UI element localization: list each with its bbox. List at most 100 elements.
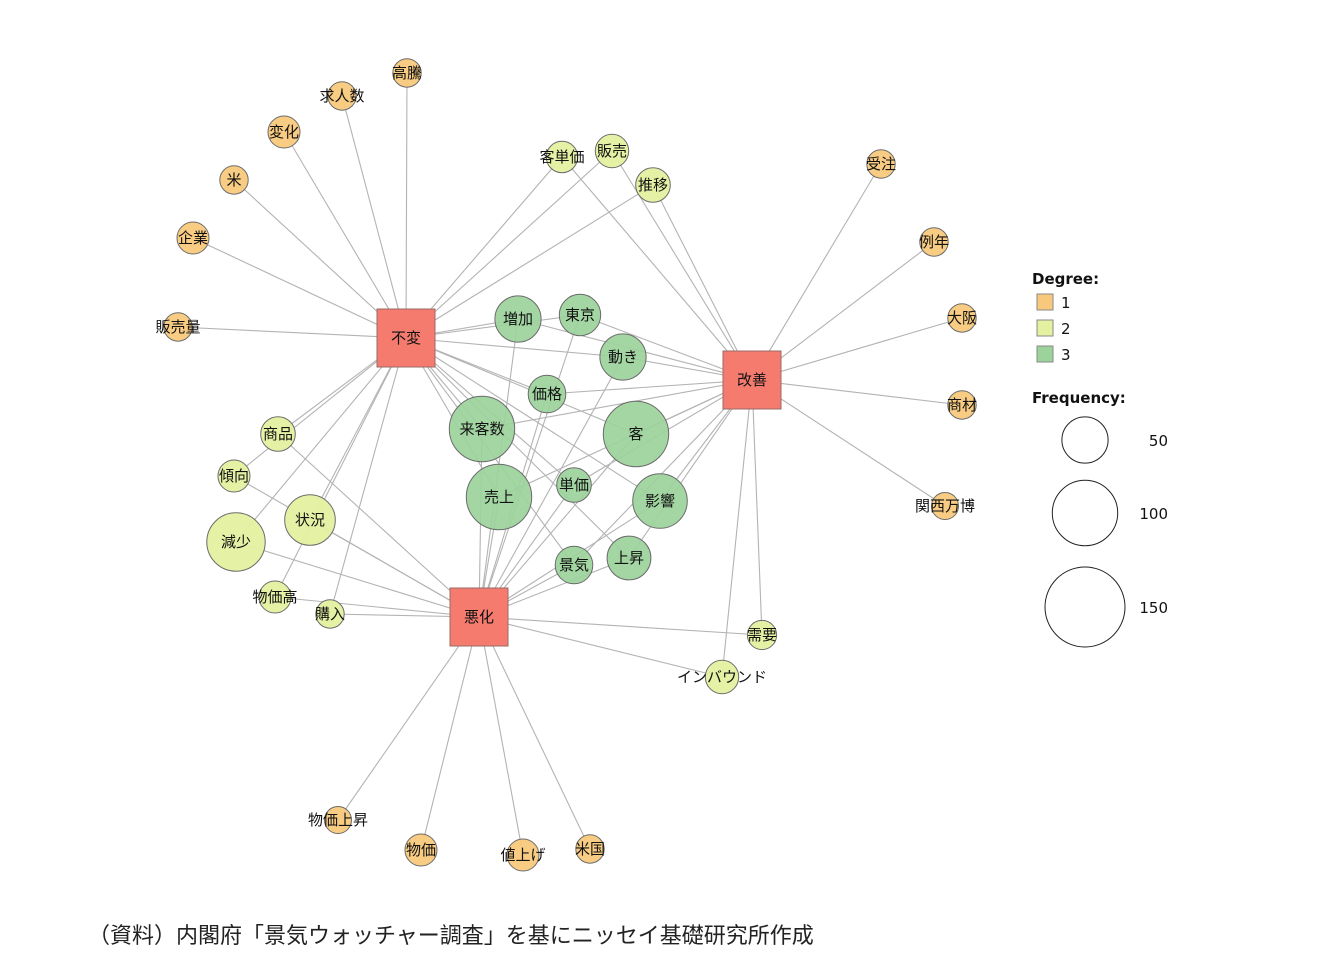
node-label: 米国 [575, 840, 605, 858]
edge-h1-n1 [405, 72, 408, 339]
node-circle [545, 140, 579, 174]
node-label: 単価 [559, 476, 589, 494]
node-客単価: 客単価 [539, 140, 585, 174]
edge-h2-n30 [546, 379, 753, 395]
node-circle [392, 58, 422, 88]
hub-改善: 改善 [722, 350, 782, 410]
node-label: 例年 [919, 233, 949, 251]
node-circle [575, 834, 605, 864]
edge-h3-n28 [478, 314, 581, 618]
node-circle [599, 333, 647, 381]
frequency-circle-50 [1061, 416, 1109, 464]
node-label: 減少 [221, 533, 251, 551]
edge-h2-n17 [611, 150, 753, 381]
hub-square [376, 308, 436, 368]
edge-h3-n22 [235, 541, 480, 618]
node-label: 物価上昇 [308, 811, 368, 829]
edge-h1-n2 [341, 95, 407, 339]
node-上昇: 上昇 [606, 535, 652, 581]
node-景気: 景気 [554, 545, 594, 585]
degree-legend-label: 2 [1061, 320, 1071, 338]
node-label: 状況 [295, 511, 325, 529]
node-インバウンド: インバウンド [677, 659, 767, 695]
node-大阪: 大阪 [947, 303, 977, 333]
frequency-legend-label: 150 [1139, 599, 1168, 617]
edges-layer [177, 72, 963, 856]
node-変化: 変化 [267, 115, 301, 149]
node-客: 客 [602, 400, 670, 468]
node-推移: 推移 [635, 167, 671, 203]
node-米国: 米国 [575, 834, 605, 864]
node-label: 売上 [484, 488, 514, 506]
node-値上げ: 値上げ [500, 838, 546, 872]
node-circle [506, 838, 540, 872]
node-circle [267, 115, 301, 149]
node-来客数: 来客数 [448, 395, 516, 463]
edge-h3-n14 [478, 616, 524, 856]
node-circle [606, 535, 652, 581]
node-circle [206, 512, 266, 572]
node-circle [260, 416, 296, 452]
node-購入: 購入 [315, 599, 345, 629]
node-高騰: 高騰 [392, 58, 422, 88]
edge-h3-n32 [478, 433, 637, 618]
edge-h1-n23 [274, 337, 407, 598]
node-circle [163, 312, 193, 342]
edge-h1-n16 [405, 156, 563, 339]
node-circle [404, 833, 438, 867]
node-商材: 商材 [947, 390, 977, 420]
hub-label: 悪化 [464, 608, 494, 626]
node-label: 物価 [406, 841, 436, 859]
node-label: 増加 [503, 310, 533, 328]
edge-h1-n21 [309, 337, 407, 521]
node-circle [919, 227, 949, 257]
edge-h2-n7 [751, 163, 882, 381]
node-circle [602, 400, 670, 468]
node-circle [704, 659, 740, 695]
node-label: 商品 [263, 425, 293, 443]
node-売上: 売上 [465, 463, 533, 531]
node-circle [554, 545, 594, 585]
node-label: 客単価 [539, 148, 584, 166]
co-occurrence-network: 高騰求人数変化米企業販売量受注例年大阪商材関西万博物価上昇物価値上げ米国客単価販… [155, 58, 1168, 872]
hub-label: 改善 [737, 371, 767, 389]
node-label: 上昇 [614, 549, 644, 567]
node-関西万博: 関西万博 [915, 492, 975, 520]
edge-h3-n13 [420, 616, 480, 851]
node-label: 推移 [638, 176, 668, 194]
hub-square [449, 587, 509, 647]
edge-h1-n18 [405, 184, 654, 339]
node-label: 影響 [645, 492, 675, 510]
edge-h2-n8 [751, 241, 935, 381]
node-circle [448, 395, 516, 463]
node-circle [594, 133, 630, 169]
node-商品: 商品 [260, 416, 296, 452]
degree-swatch-3 [1036, 345, 1054, 363]
node-動き: 動き [599, 333, 647, 381]
node-circle [315, 599, 345, 629]
node-label: 客 [628, 425, 643, 443]
frequency-legend-title: Frequency: [1032, 389, 1126, 407]
node-circle [258, 580, 292, 614]
edge-h2-n36 [573, 379, 753, 566]
node-企業: 企業 [176, 221, 210, 255]
frequency-legend-label: 50 [1149, 432, 1168, 450]
edge-h2-n9 [751, 317, 963, 381]
node-label: 求人数 [319, 87, 364, 105]
edge-h2-n11 [751, 379, 946, 507]
node-例年: 例年 [919, 227, 949, 257]
node-減少: 減少 [206, 512, 266, 572]
node-label: 企業 [178, 229, 208, 247]
edge-h2-n25 [751, 379, 763, 636]
degree-swatch-2 [1036, 319, 1054, 337]
degree-legend-title: Degree: [1032, 270, 1099, 288]
node-circle [947, 390, 977, 420]
node-label: 景気 [559, 556, 589, 574]
frequency-circle-150 [1044, 566, 1126, 648]
edge-h1-n3 [283, 131, 407, 339]
node-物価上昇: 物価上昇 [308, 806, 368, 834]
hub-悪化: 悪化 [449, 587, 509, 647]
edge-h3-n12 [337, 616, 480, 821]
node-circle [284, 494, 336, 546]
edge-h2-n26 [721, 379, 753, 678]
